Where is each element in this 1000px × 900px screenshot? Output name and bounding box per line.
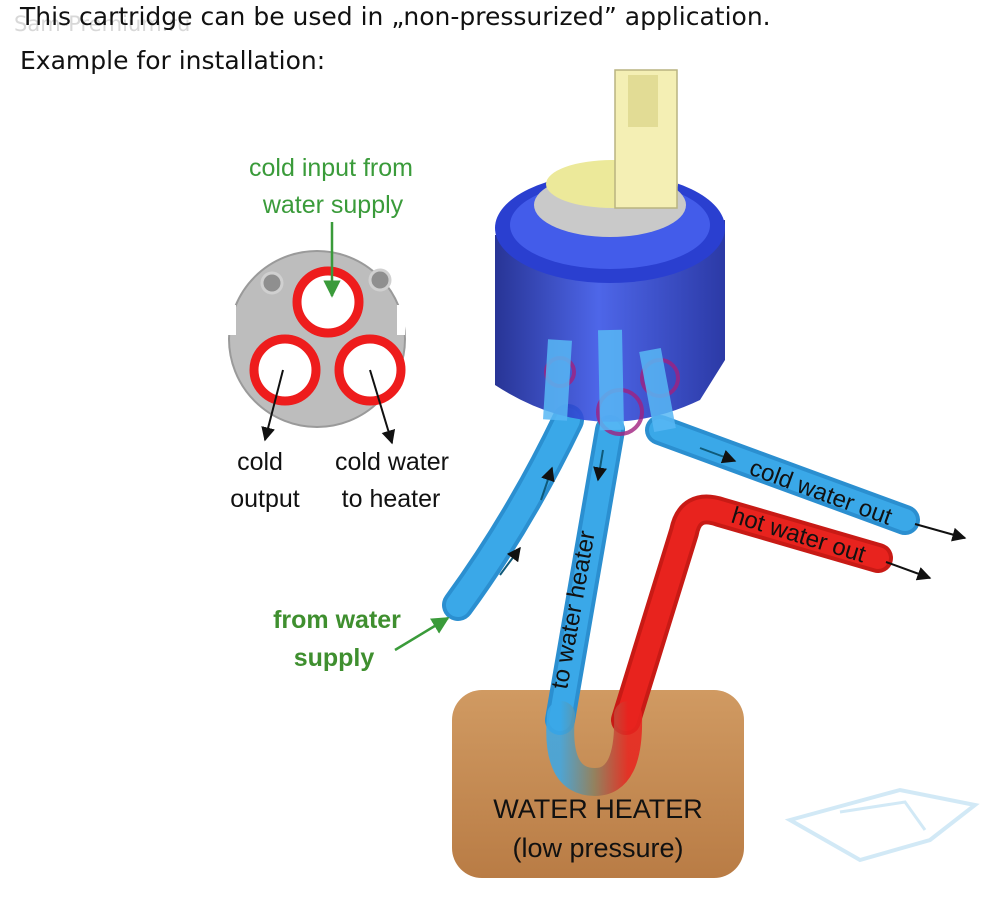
- label-from-supply-2: supply: [294, 644, 375, 672]
- arrow-from-supply: [394, 616, 450, 652]
- label-cold-output-1: cold: [237, 448, 283, 476]
- flow-arrow-supply-2: [540, 466, 555, 501]
- flow-arrow-to-heater: [593, 449, 607, 482]
- out-arrow-cold: [914, 523, 967, 542]
- watermark-logo: [784, 787, 980, 863]
- label-to-heater-2: to heater: [342, 485, 441, 513]
- heater-title: WATER HEATER: [493, 794, 703, 824]
- heater-subtitle: (low pressure): [512, 833, 683, 863]
- heading-line-2: Example for installation:: [20, 46, 326, 75]
- label-cold-input-1: cold input from: [249, 154, 413, 182]
- seal-ring-cold-output: [249, 334, 321, 406]
- supply-pipe: [446, 408, 580, 617]
- seal-ring-inlet: [292, 266, 364, 338]
- arrow-to-heater: [369, 369, 396, 445]
- cartridge-3d: [495, 69, 725, 436]
- flow-arrow-supply: [499, 546, 521, 576]
- cartridge-base-inset: [228, 250, 406, 428]
- label-from-supply-1: from water: [273, 606, 401, 634]
- watermark-text: Sam-Premium.ru: [14, 12, 191, 36]
- label-cold-input-2: water supply: [262, 191, 404, 219]
- hot-pipe: [615, 498, 889, 731]
- heading-line-1: This cartridge can be used in „non-press…: [20, 2, 771, 31]
- cold-out-pipe: [649, 419, 916, 531]
- arrow-cold-output: [261, 369, 284, 442]
- heater-u-bend: [546, 701, 643, 797]
- label-cold-output-2: output: [230, 485, 300, 513]
- flow-arrow-cold-out: [699, 447, 737, 464]
- out-arrow-hot: [885, 561, 932, 581]
- label-to-heater-1: cold water: [335, 448, 449, 476]
